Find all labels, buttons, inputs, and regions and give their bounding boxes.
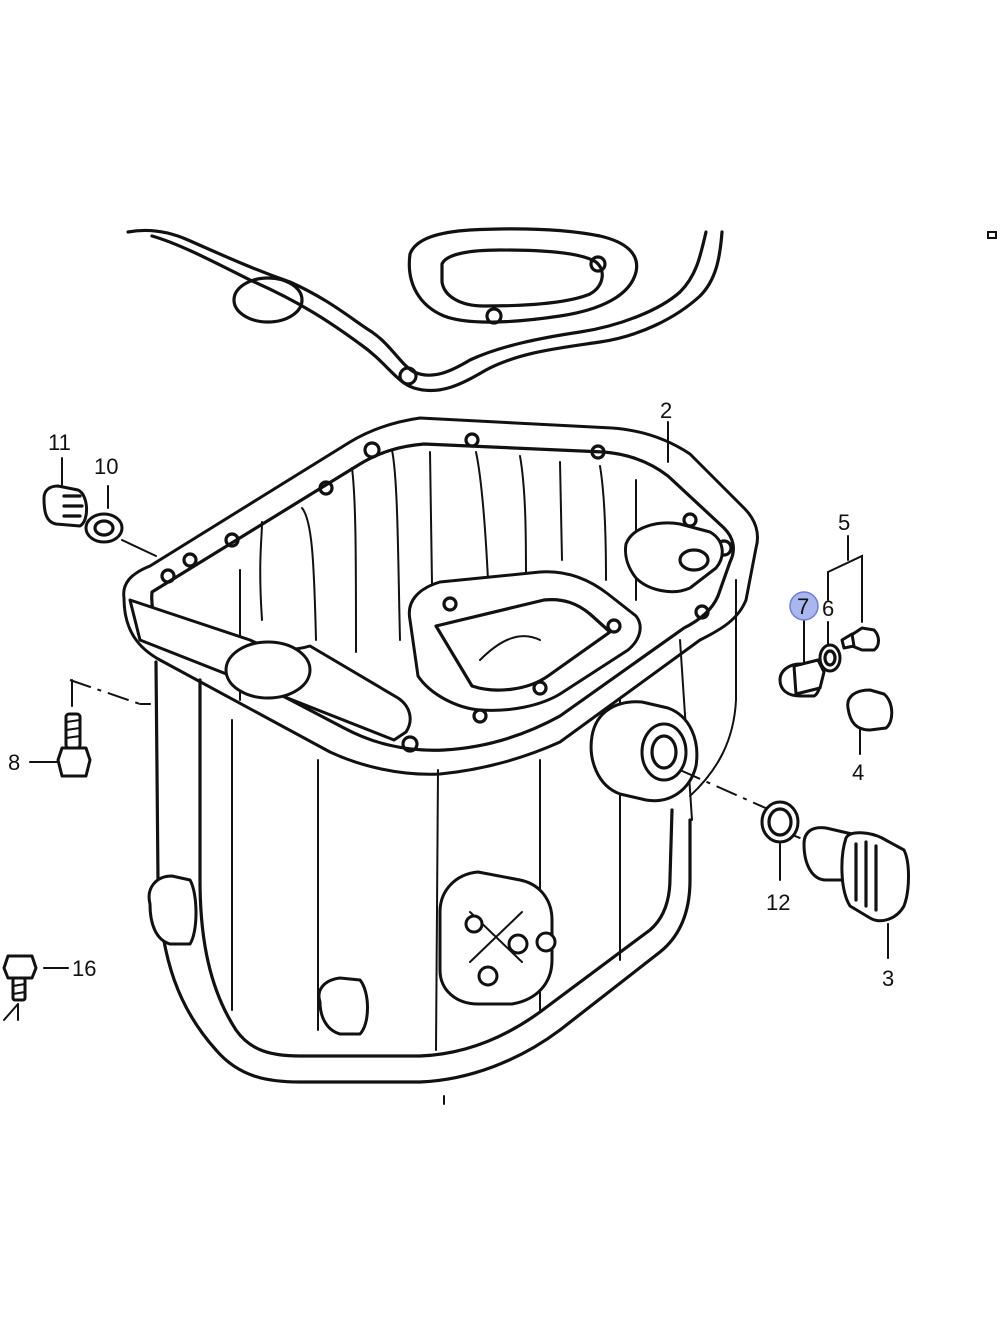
leader-lines xyxy=(3,421,889,1021)
callout-6[interactable]: 6 xyxy=(822,596,834,621)
part-4-cap[interactable] xyxy=(846,688,894,732)
part-8-bolt[interactable] xyxy=(56,712,92,778)
callout-12[interactable]: 12 xyxy=(766,890,790,915)
part-5-sensor[interactable] xyxy=(840,626,880,652)
callout-11[interactable]: 11 xyxy=(48,430,71,455)
callout-4[interactable]: 4 xyxy=(852,760,864,785)
part-10-washer[interactable] xyxy=(84,512,124,544)
callout-16[interactable]: 16 xyxy=(72,956,96,981)
part-16-bolt[interactable] xyxy=(2,954,38,1002)
oil-pan xyxy=(122,416,759,1105)
callout-8[interactable]: 8 xyxy=(8,750,20,775)
part-3-drain-plug[interactable] xyxy=(802,826,910,923)
callout-2[interactable]: 2 xyxy=(660,398,672,423)
part-6-seal-ring[interactable] xyxy=(818,643,842,673)
callout-3[interactable]: 3 xyxy=(882,966,894,991)
part-7-fitting[interactable] xyxy=(778,658,826,698)
callout-labels: 2 11 10 8 16 5 7 6 4 12 3 xyxy=(8,398,894,991)
callout-7[interactable]: 7 xyxy=(797,594,809,619)
part-12-o-ring[interactable] xyxy=(760,800,800,844)
corner-mark-icon xyxy=(987,231,997,239)
gasket xyxy=(126,227,724,393)
callout-5[interactable]: 5 xyxy=(838,510,850,535)
callout-7-highlight xyxy=(789,591,819,621)
part-11-plug[interactable] xyxy=(42,484,88,528)
callout-10[interactable]: 10 xyxy=(94,454,118,479)
